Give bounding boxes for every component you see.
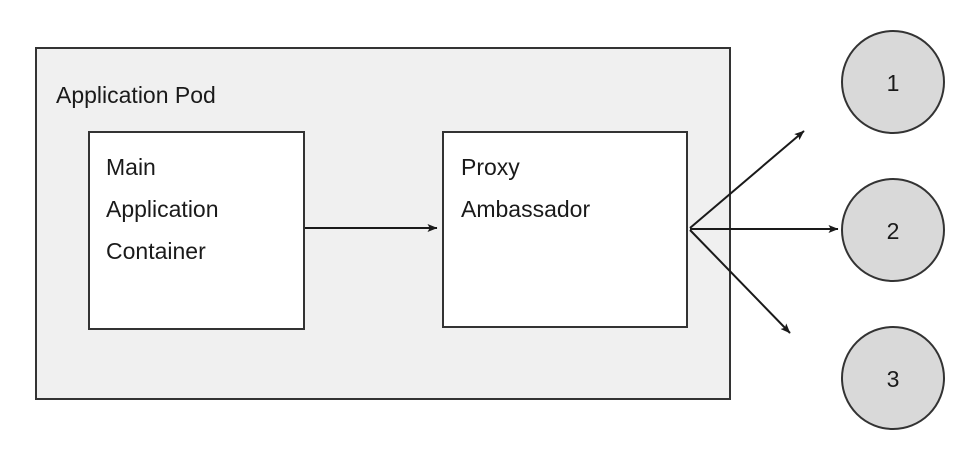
arrow-proxy-to-service-3 [689, 229, 791, 334]
arrow-proxy-to-service-1 [689, 130, 805, 229]
proxy-ambassador-container-box [442, 131, 688, 328]
external-service-1-label: 1 [887, 70, 900, 96]
proxy-ambassador-line-2: Ambassador [461, 196, 590, 222]
external-service-2: 2 [841, 178, 945, 282]
external-service-3-label: 3 [887, 366, 900, 392]
external-service-2-label: 2 [887, 218, 900, 244]
main-application-container: Main Application Container [88, 131, 305, 330]
external-service-3: 3 [841, 326, 945, 430]
external-service-1-circle [841, 30, 945, 134]
main-application-container-line-1: Main [106, 154, 156, 180]
external-service-1: 1 [841, 30, 945, 134]
main-application-container-line-3: Container [106, 238, 206, 264]
external-service-3-circle [841, 326, 945, 430]
proxy-ambassador-container: Proxy Ambassador [442, 131, 688, 328]
proxy-ambassador-line-1: Proxy [461, 154, 520, 180]
main-application-container-box [88, 131, 305, 330]
application-pod-label: Application Pod [56, 82, 216, 108]
external-service-2-circle [841, 178, 945, 282]
main-application-container-line-2: Application [106, 196, 219, 222]
